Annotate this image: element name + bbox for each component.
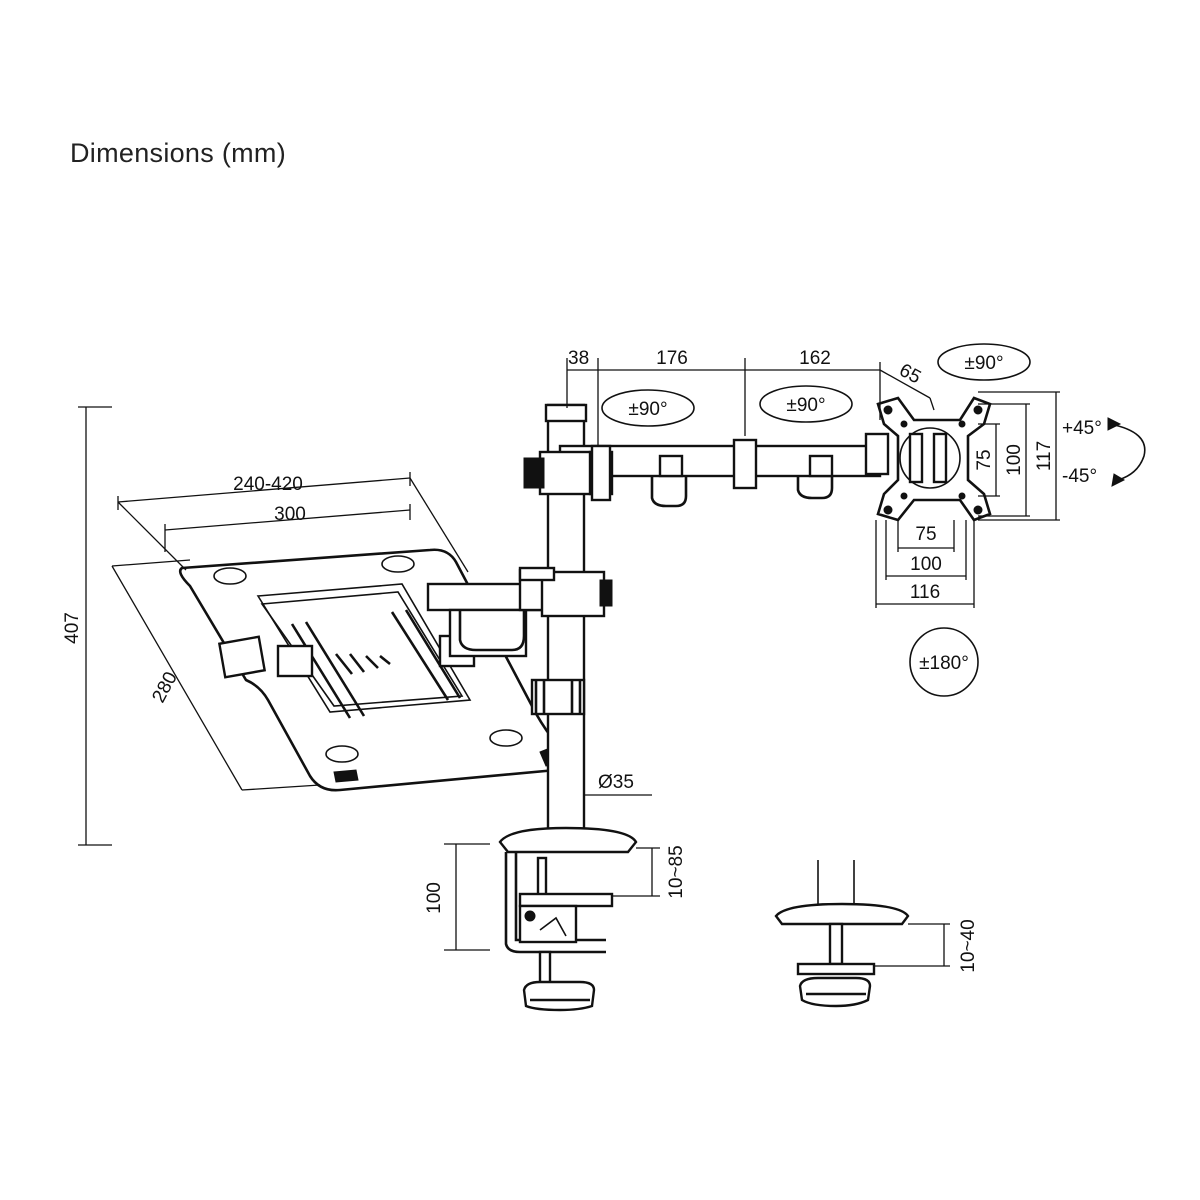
tray-arm-mount (518, 566, 613, 618)
height-dimension: 407 (62, 406, 112, 846)
arm1-rotation-label: ±90° (628, 399, 667, 420)
tilt-down-label: -45° (1062, 466, 1097, 487)
vesa-75-h-label: 75 (915, 524, 936, 545)
arm-176-label: 176 (656, 348, 688, 369)
arm-65-label: 65 (896, 360, 925, 388)
clamp-range-label: 10~85 (666, 845, 687, 898)
arm-38-label: 38 (568, 348, 589, 369)
desk-clamp: 100 10~85 (424, 826, 687, 1012)
tilt-up-label: +45° (1062, 418, 1102, 439)
vesa-117-label: 117 (1034, 441, 1055, 471)
laptop-tray: 240-420 300 280 (111, 472, 569, 792)
clamp-height-label: 100 (424, 882, 445, 914)
vesa-plate: 75 100 116 75 100 117 +45° -45° ±180° (875, 391, 1146, 697)
grommet-mount: 10~40 (774, 860, 979, 1008)
diagram-title: Dimensions (mm) (70, 138, 287, 168)
monitor-arm: 38 176 162 65 ±90° ±90° ±90° (523, 343, 1031, 508)
tray-depth-label: 280 (148, 668, 181, 706)
rotate-label: ±180° (919, 653, 969, 674)
arm-162-label: 162 (799, 348, 831, 369)
vesa-100-h-label: 100 (910, 554, 942, 575)
vesa-100-v-label: 100 (1004, 444, 1025, 476)
pole-diameter-label: Ø35 (598, 772, 634, 793)
height-label: 407 (62, 612, 83, 644)
grommet-range-label: 10~40 (958, 919, 979, 972)
head-swivel-label: ±90° (964, 353, 1003, 374)
tray-vent-slots (290, 609, 462, 719)
arm2-rotation-label: ±90° (786, 395, 825, 416)
tray-width-range-label: 240-420 (233, 474, 303, 495)
tray-width-label: 300 (274, 504, 306, 525)
vesa-75-v-label: 75 (974, 449, 995, 470)
vesa-116-label: 116 (910, 582, 940, 603)
